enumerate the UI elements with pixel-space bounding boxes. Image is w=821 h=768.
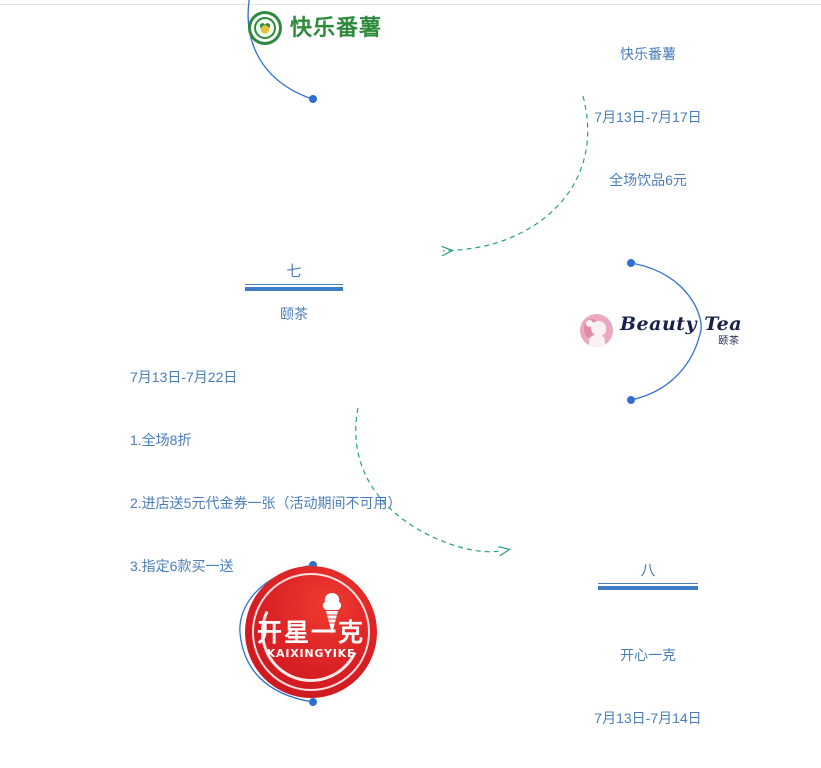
kaixingyike-logo-en: KAIXINGYIKE	[266, 647, 356, 660]
section-heading-eight: 八	[598, 561, 698, 590]
section-seven-rule-thick	[245, 287, 343, 291]
logo-kaixingyike: 开星一克 KAIXINGYIKE	[245, 566, 377, 698]
kaixingyike-logo-cn: 开星一克	[256, 618, 365, 647]
logo-beauty-tea: Beauty Tea 颐茶	[580, 314, 742, 347]
promo-happy-sweet-potato-text: 快乐番薯 7月13日-7月17日 全场饮品6元	[548, 2, 748, 233]
section-eight-rule-thin	[598, 583, 698, 584]
top-divider	[0, 4, 821, 5]
kaixingyike-outer-ring-icon	[252, 573, 370, 691]
yi-cha-promo-details: 7月13日-7月22日 1.全场8折 2.进店送5元代金券一张（活动期间不可用）…	[130, 325, 550, 619]
promo-kxyk-line-1: 开心一克	[620, 647, 676, 663]
promo-hsp-line-1: 快乐番薯	[620, 46, 676, 62]
happy-sweet-potato-emblem-icon	[248, 11, 282, 45]
section-eight-rule-thick	[598, 586, 698, 590]
promo-kxyk-line-2: 7月13日-7月14日	[594, 710, 702, 726]
happy-sweet-potato-logo-text: 快乐番薯	[290, 15, 383, 40]
beauty-tea-logo-cn: 颐茶	[718, 335, 741, 347]
ice-cream-cone-icon	[322, 593, 342, 634]
yi-cha-date-range: 7月13日-7月22日	[130, 369, 238, 385]
section-heading-seven: 七	[245, 262, 343, 291]
beauty-tea-logo-en: Beauty Tea	[620, 312, 743, 335]
section-seven-numeral: 七	[286, 262, 302, 280]
beauty-tea-wordmark: Beauty Tea 颐茶	[620, 312, 743, 347]
yi-cha-detail-1: 1.全场8折	[130, 432, 192, 448]
logo-happy-sweet-potato: 快乐番薯	[248, 11, 382, 45]
yi-cha-brand-name: 颐茶	[280, 306, 308, 322]
promo-kaixinyike-text: 开心一克 7月13日-7月14日 买一送一	[548, 603, 748, 768]
beauty-tea-face-emblem-icon	[580, 314, 613, 347]
yi-cha-detail-2: 2.进店送5元代金券一张（活动期间不可用）	[130, 495, 402, 511]
yi-cha-detail-3: 3.指定6款买一送	[130, 558, 234, 574]
section-seven-rule-thin	[245, 284, 343, 285]
promo-hsp-line-3: 全场饮品6元	[609, 172, 687, 188]
promo-hsp-line-2: 7月13日-7月17日	[594, 109, 702, 125]
section-eight-numeral: 八	[640, 561, 656, 579]
